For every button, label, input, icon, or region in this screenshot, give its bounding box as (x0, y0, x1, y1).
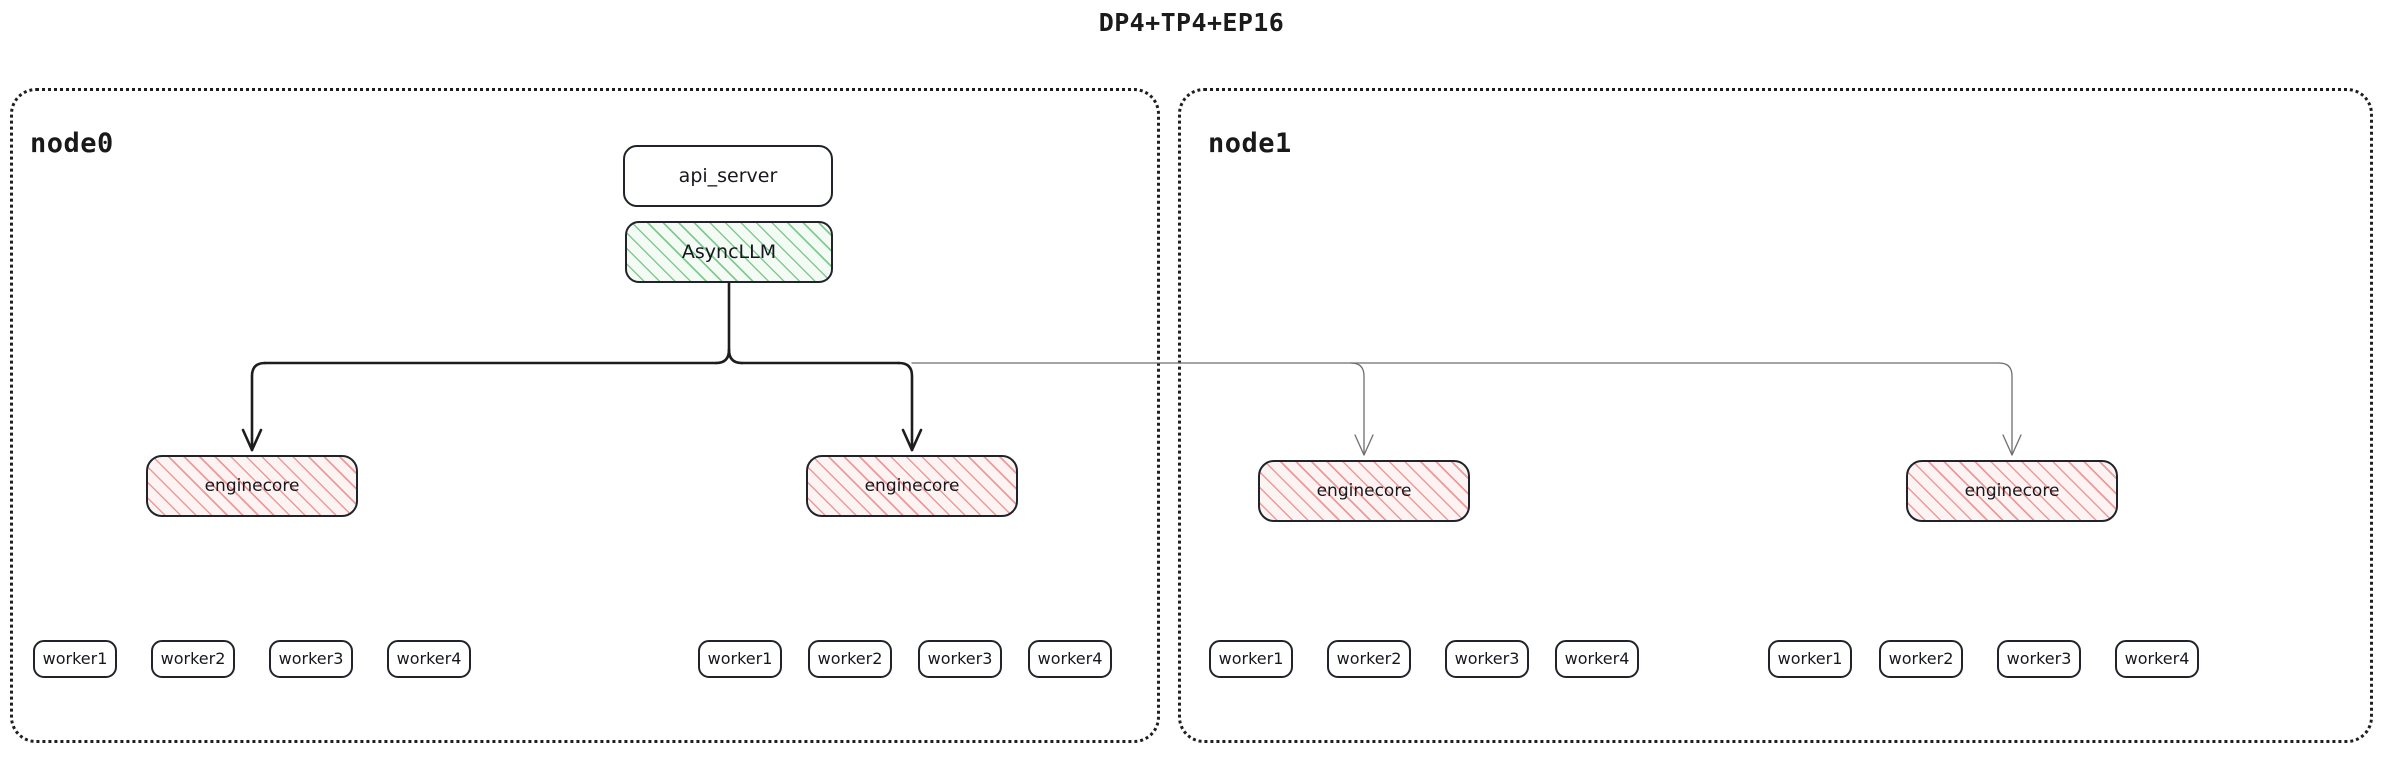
node-container-node1 (1178, 88, 2373, 743)
worker-label: worker3 (278, 649, 344, 668)
worker-chip[interactable]: worker4 (1028, 640, 1112, 678)
worker-chip[interactable]: worker2 (151, 640, 235, 678)
box-label-api_server: api_server (678, 164, 778, 187)
worker-chip[interactable]: worker1 (1768, 640, 1852, 678)
box-label-engine2: enginecore (1316, 480, 1412, 501)
worker-chip[interactable]: worker1 (33, 640, 117, 678)
worker-chip[interactable]: worker1 (698, 640, 782, 678)
worker-label: worker2 (1888, 649, 1954, 668)
worker-label: worker3 (927, 649, 993, 668)
box-api_server[interactable]: api_server (623, 145, 833, 207)
worker-label: worker2 (1336, 649, 1402, 668)
worker-chip[interactable]: worker3 (1997, 640, 2081, 678)
worker-chip[interactable]: worker2 (1327, 640, 1411, 678)
node-label-node0: node0 (30, 128, 114, 159)
worker-label: worker4 (396, 649, 462, 668)
worker-label: worker1 (1777, 649, 1843, 668)
worker-chip[interactable]: worker4 (2115, 640, 2199, 678)
worker-label: worker4 (1037, 649, 1103, 668)
page-title: DP4+TP4+EP16 (1098, 8, 1285, 37)
worker-chip[interactable]: worker3 (269, 640, 353, 678)
node-label-node1: node1 (1208, 128, 1292, 159)
worker-chip[interactable]: worker2 (1879, 640, 1963, 678)
box-engine3[interactable]: enginecore (1906, 460, 2118, 522)
box-label-engine3: enginecore (1964, 480, 2060, 501)
worker-chip[interactable]: worker2 (808, 640, 892, 678)
worker-chip[interactable]: worker4 (387, 640, 471, 678)
worker-label: worker2 (817, 649, 883, 668)
worker-label: worker4 (2124, 649, 2190, 668)
worker-label: worker1 (707, 649, 773, 668)
worker-chip[interactable]: worker1 (1209, 640, 1293, 678)
worker-label: worker1 (1218, 649, 1284, 668)
box-engine2[interactable]: enginecore (1258, 460, 1470, 522)
worker-label: worker4 (1564, 649, 1630, 668)
box-async_llm[interactable]: AsyncLLM (625, 221, 833, 283)
worker-label: worker1 (42, 649, 108, 668)
worker-chip[interactable]: worker3 (1445, 640, 1529, 678)
box-label-engine1: enginecore (864, 475, 960, 496)
box-engine1[interactable]: enginecore (806, 455, 1018, 517)
node-container-node0 (10, 88, 1160, 743)
box-engine0[interactable]: enginecore (146, 455, 358, 517)
worker-label: worker3 (1454, 649, 1520, 668)
box-label-async_llm: AsyncLLM (681, 240, 777, 263)
worker-label: worker2 (160, 649, 226, 668)
box-label-engine0: enginecore (204, 475, 300, 496)
worker-chip[interactable]: worker4 (1555, 640, 1639, 678)
worker-chip[interactable]: worker3 (918, 640, 1002, 678)
worker-label: worker3 (2006, 649, 2072, 668)
